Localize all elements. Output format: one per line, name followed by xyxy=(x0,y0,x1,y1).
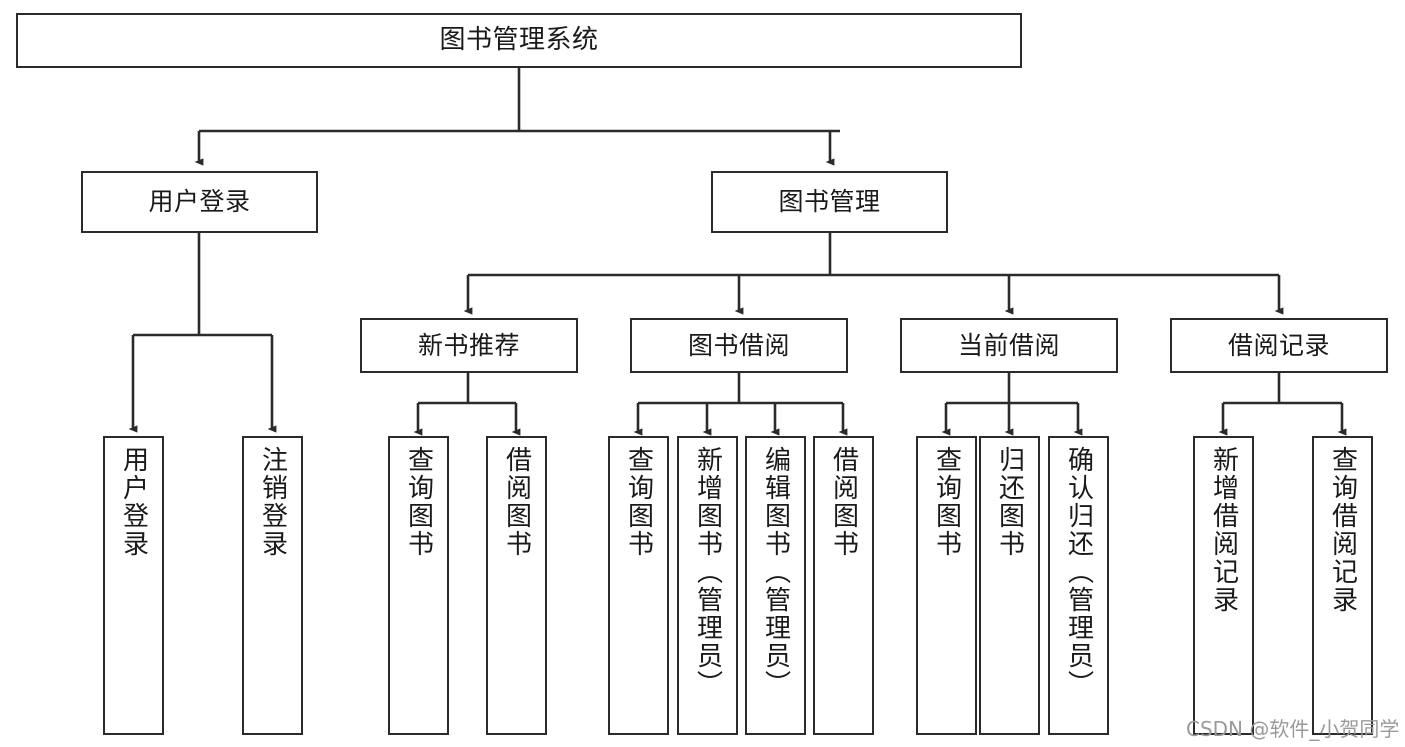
node-label: 查询借阅记录 xyxy=(1327,446,1358,614)
node-leaf-add-record[interactable]: 新增借阅记录 xyxy=(1193,436,1254,735)
node-label: 新书推荐 xyxy=(417,330,520,360)
node-leaf-query-book-1[interactable]: 查询图书 xyxy=(388,436,449,735)
node-label: 借阅图书 xyxy=(501,446,532,558)
node-borrow-record[interactable]: 借阅记录 xyxy=(1170,318,1388,373)
node-label: 用户登录 xyxy=(118,446,149,558)
node-root-system[interactable]: 图书管理系统 xyxy=(16,13,1022,68)
node-user-login[interactable]: 用户登录 xyxy=(81,171,318,233)
node-label: 确认归还（管理员） xyxy=(1063,446,1094,698)
node-label: 查询图书 xyxy=(931,446,962,558)
watermark-credit: CSDN @软件_小贺同学 xyxy=(1186,717,1400,741)
node-label: 图书借阅 xyxy=(687,330,790,360)
node-leaf-logout[interactable]: 注销登录 xyxy=(242,436,303,735)
node-book-borrow[interactable]: 图书借阅 xyxy=(630,318,848,373)
node-leaf-edit-book[interactable]: 编辑图书（管理员） xyxy=(745,436,806,735)
node-current-borrow[interactable]: 当前借阅 xyxy=(900,318,1118,373)
node-label: 注销登录 xyxy=(257,446,288,558)
node-label: 图书管理 xyxy=(778,187,881,217)
node-label: 查询图书 xyxy=(403,446,434,558)
node-label: 新增图书（管理员） xyxy=(692,446,723,698)
node-leaf-borrow-book-1[interactable]: 借阅图书 xyxy=(486,436,547,735)
node-label: 新增借阅记录 xyxy=(1208,446,1239,614)
node-leaf-query-book-3[interactable]: 查询图书 xyxy=(916,436,977,735)
node-label: 借阅图书 xyxy=(828,446,859,558)
node-label: 当前借阅 xyxy=(957,330,1060,360)
node-leaf-return-book[interactable]: 归还图书 xyxy=(979,436,1040,735)
node-label: 图书管理系统 xyxy=(439,25,599,56)
node-label: 编辑图书（管理员） xyxy=(760,446,791,698)
node-label: 归还图书 xyxy=(994,446,1025,558)
node-leaf-query-book-2[interactable]: 查询图书 xyxy=(608,436,669,735)
node-book-manage[interactable]: 图书管理 xyxy=(711,171,948,233)
node-leaf-add-book[interactable]: 新增图书（管理员） xyxy=(677,436,738,735)
node-leaf-query-record[interactable]: 查询借阅记录 xyxy=(1312,436,1373,735)
node-leaf-confirm-return[interactable]: 确认归还（管理员） xyxy=(1048,436,1109,735)
node-leaf-borrow-book-2[interactable]: 借阅图书 xyxy=(813,436,874,735)
node-label: 借阅记录 xyxy=(1227,330,1330,360)
node-label: 用户登录 xyxy=(148,187,251,217)
node-label: 查询图书 xyxy=(623,446,654,558)
node-leaf-user-login[interactable]: 用户登录 xyxy=(103,436,164,735)
node-new-book-recommend[interactable]: 新书推荐 xyxy=(360,318,578,373)
